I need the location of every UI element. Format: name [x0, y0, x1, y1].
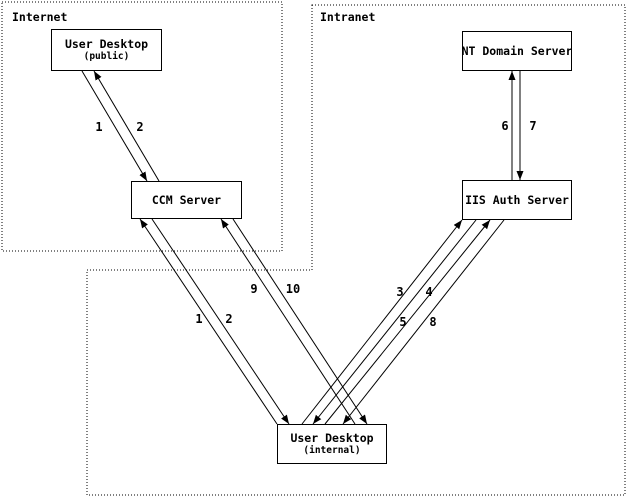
- edge-line-5-user-desktop-internal-to-iis-auth-server: [324, 219, 491, 425]
- edge-line-4-iis-auth-server-to-user-desktop-internal: [312, 219, 477, 425]
- edge-line-1-user-desktop-internal-to-ccm-server: [139, 218, 278, 425]
- intranet-region-border: [86, 4, 626, 496]
- edge-label-2: 2: [225, 312, 232, 326]
- edge-label-4: 4: [425, 285, 432, 299]
- edge-label-5: 5: [399, 315, 406, 329]
- edge-line-9-user-desktop-internal-to-ccm-server: [220, 218, 356, 425]
- node-label: CCM Server: [151, 192, 222, 207]
- node-sublabel: (public): [83, 51, 130, 62]
- edge-line-1-user-desktop-public-to-ccm-server: [81, 70, 148, 182]
- node-label: NT Domain Server: [461, 43, 573, 58]
- edge-line-8-iis-auth-server-to-user-desktop-internal: [342, 219, 505, 425]
- intranet-region-label: Intranet: [320, 10, 376, 24]
- node-label: User Desktop: [290, 431, 374, 445]
- node-label: IIS Auth Server: [465, 192, 569, 207]
- edge-label-8: 8: [429, 315, 436, 329]
- edge-label-10: 10: [286, 282, 300, 296]
- node-nt-domain-server: NT Domain Server: [462, 31, 572, 71]
- edge-label-9: 9: [250, 282, 257, 296]
- edge-line-10-ccm-server-to-user-desktop-internal: [232, 218, 368, 425]
- edge-line-3-user-desktop-internal-to-iis-auth-server: [301, 219, 463, 425]
- edge-line-2-ccm-server-to-user-desktop-internal: [151, 218, 290, 425]
- node-sublabel: (internal): [303, 445, 361, 456]
- edge-label-1: 1: [95, 120, 102, 134]
- node-ccm-server: CCM Server: [131, 181, 242, 219]
- node-user-desktop-internal: User Desktop (internal): [277, 424, 387, 464]
- edge-label-2: 2: [136, 120, 143, 134]
- edge-line-2-ccm-server-to-user-desktop-public: [93, 70, 160, 182]
- edge-label-7: 7: [529, 119, 536, 133]
- node-label: User Desktop: [64, 37, 149, 51]
- node-iis-auth-server: IIS Auth Server: [462, 180, 572, 220]
- node-user-desktop-public: User Desktop (public): [51, 29, 162, 71]
- internet-region-label: Internet: [12, 10, 68, 24]
- edge-label-1: 1: [195, 312, 202, 326]
- edge-label-6: 6: [501, 119, 508, 133]
- edges-group: 1 2 1 2 3 4 5 6 7 8 9 10: [81, 70, 537, 425]
- internet-region-border: [1, 1, 283, 252]
- edge-label-3: 3: [396, 285, 403, 299]
